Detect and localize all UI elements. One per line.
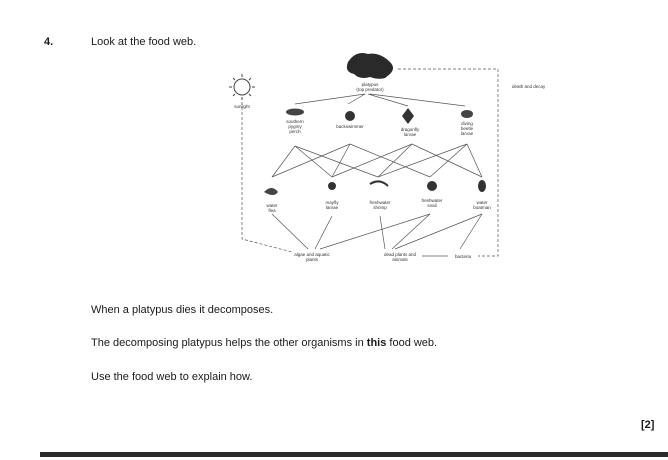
dead-matter-label-1: dead plants and (384, 252, 417, 257)
backswimmer-label: backswimmer (336, 124, 364, 129)
food-web-diagram: sunlight platypus (top predator) death a… (229, 53, 546, 262)
water-boatman-icon (478, 180, 486, 192)
sun-icon (229, 74, 255, 100)
boatman-label-1: water (476, 200, 488, 205)
question-number: 4. (44, 36, 54, 48)
platypus-sublabel: (top predator) (356, 87, 384, 92)
statement-line-1: When a platypus dies it decomposes. (91, 304, 274, 316)
beetle-label-3: larvae (461, 131, 474, 136)
water-flea-icon (264, 188, 278, 195)
statement-line-2-bold: this (366, 337, 387, 349)
algae-label-2: plants (306, 257, 319, 262)
answer-divider (40, 452, 668, 457)
mayfly-icon (328, 182, 336, 190)
bacteria-label: bacteria (455, 254, 472, 259)
mayfly-label-2: larvae (326, 205, 339, 210)
snail-label-2: snail (427, 203, 436, 208)
question-prompt: Look at the food web. (91, 36, 197, 48)
beetle-label-2: beetle (461, 126, 474, 131)
shrimp-label-2: shrimp (373, 205, 387, 210)
dragonfly-larva-icon (402, 108, 414, 124)
water-flea-label-1: water (266, 203, 278, 208)
perch-label-2: pygmy (288, 124, 302, 129)
marks-label: [2] (641, 419, 655, 431)
boatman-label-2: boatman (473, 205, 491, 210)
statement-line-2-start: The decomposing platypus helps the other… (91, 337, 367, 349)
dead-matter-label-2: animals (392, 257, 408, 262)
perch-label-3: perch (289, 129, 301, 134)
fish-icon (286, 108, 304, 116)
platypus-label: platypus (362, 82, 380, 87)
mayfly-label-1: mayfly (325, 200, 339, 205)
shrimp-label-1: freshwater (369, 200, 391, 205)
algae-label-1: algae and aquatic (294, 252, 330, 257)
platypus-icon (346, 53, 393, 79)
death-decay-label: death and decay (512, 84, 546, 89)
backswimmer-icon (345, 111, 355, 121)
snail-label-1: freshwater (421, 198, 443, 203)
statement-line-2: The decomposing platypus helps the other… (91, 337, 437, 349)
beetle-label-1: diving (461, 121, 473, 126)
statement-line-2-end: food web. (386, 337, 438, 349)
snail-icon (427, 181, 437, 191)
dragonfly-label-1: dragonfly (401, 127, 420, 132)
sunlight-label: sunlight (234, 104, 250, 109)
diving-beetle-icon (461, 110, 473, 118)
water-flea-label-2: flea (268, 208, 276, 213)
perch-label-1: southern (286, 119, 304, 124)
statement-line-3: Use the food web to explain how. (91, 371, 253, 383)
dragonfly-label-2: larvae (404, 132, 417, 137)
shrimp-icon (369, 180, 389, 187)
